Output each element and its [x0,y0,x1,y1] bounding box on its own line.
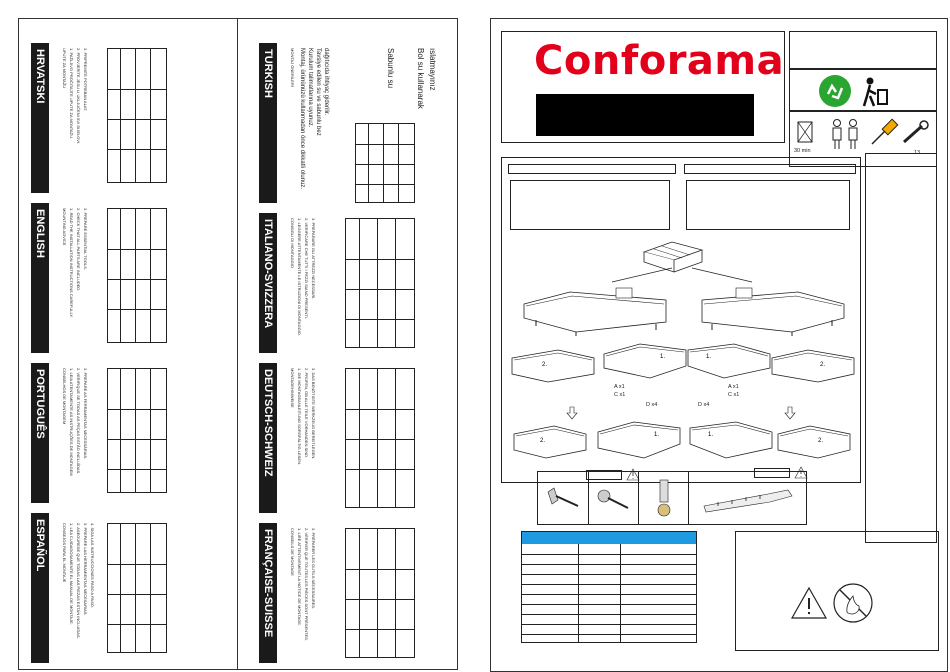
de-materials-table [345,368,415,508]
sofa-right-assembled [701,287,845,336]
right-option-header [684,164,856,174]
down-arrow-left [566,406,578,420]
en-materials-table [107,208,167,343]
seat-label-2-left: 2. [542,362,547,368]
left-option-textbox [510,180,670,230]
black-label-bar [536,94,754,136]
connector-icon [657,479,671,517]
instruction-text-sheet: ESPAÑOL CONSEJOS PARA EL MONTAJE 1. LEA … [18,18,458,670]
tr-label-do-not-wet: ıslatmayınız [428,48,437,91]
parts-table [521,531,697,643]
recycle-icon [819,75,851,107]
right-step-box [754,468,790,478]
parts-table-header [522,532,696,544]
tidyman-icon [862,77,888,107]
warning-small-left-icon [626,468,640,481]
sofa-piece-2-right-bottom: 2. [777,425,851,459]
tr-label-soapy-water: Sabunlu su [386,48,395,89]
part-label-c-right: C x1 [728,392,740,398]
lang-header-en: ENGLISH [31,203,49,353]
pt-materials-table [107,368,167,493]
bolt-icon [597,489,629,509]
left-option-header [508,164,676,174]
right-option-textbox [686,180,850,230]
part-label-c-left: C x1 [614,392,626,398]
es-materials-table [107,523,167,653]
recycling-box [789,69,937,111]
no-fire-icon [833,583,873,623]
lang-header-it: ITALIANO-SVIZZERA [259,213,277,353]
right-language-strip: FRANÇAISE-SUISSE CONSEILS DE MONTAGE 1. … [241,19,457,669]
assembly-diagram-area: 2. 1. 1. 2. A x1 C x1 D x4 A x1 C x1 D x… [501,157,861,483]
screwdriver-icon [871,118,899,145]
lang-header-es: ESPAÑOL [31,513,49,663]
warning-small-right-icon [794,466,808,479]
tools-box: 30 min 13... [789,111,937,167]
warning-triangle-icon [790,586,828,619]
wrench-icon [903,120,929,144]
lang-header-hr: HRVATSKI [31,43,49,193]
down-arrow-right [784,406,796,420]
side-panel [865,153,937,543]
fr-materials-table [345,528,415,658]
part-label-a-right: A x1 [728,384,739,390]
bracket-icon [703,489,793,513]
info-box-top [789,31,937,69]
sofa-corner-right-bottom: 1. [689,421,773,459]
center-divider [237,19,238,669]
sofa-piece-1-left: 1. [603,343,687,379]
svg-text:1.: 1. [654,432,659,438]
part-label-d-right: D x4 [698,402,710,408]
warning-panel [735,531,939,651]
assembly-diagram-page: Conforama 30 min [490,18,948,672]
time-label: 30 min [794,148,811,154]
package-icon [797,121,813,143]
lang-header-fr: FRANÇAISE-SUISSE [259,523,277,663]
package-box-drawing [642,241,704,273]
it-materials-table [345,218,415,348]
sofa-piece-2-left-bottom: 2. [513,425,587,459]
sofa-piece-2-right: 2. [771,349,855,383]
brand-panel: Conforama [501,31,785,143]
lang-header-tr: TURKISH [259,43,277,203]
two-persons-icon [832,119,858,149]
svg-text:2.: 2. [540,438,545,444]
tr-materials-table [355,123,415,203]
brand-logo: Conforama [534,38,785,84]
seat-label-1-left: 1. [660,354,665,360]
sofa-corner-left-bottom: 1. [597,421,681,459]
hardware-strip [537,471,807,525]
split-arrows [611,267,753,283]
part-label-a-left: A x1 [614,384,625,390]
lang-header-de: DEUTSCH-SCHWEIZ [259,363,277,513]
sofa-piece-2-left: 2. [511,349,595,383]
sofa-left-assembled [523,287,667,336]
screw-icon [547,487,579,507]
lang-header-pt: PORTUGUÊS [31,363,49,503]
sofa-piece-1-right: 1. [687,343,771,379]
left-language-strip: ESPAÑOL CONSEJOS PARA EL MONTAJE 1. LEA … [19,19,229,669]
svg-text:2.: 2. [818,438,823,444]
left-step-box [586,470,622,480]
svg-text:1.: 1. [708,432,713,438]
hr-materials-table [107,48,167,183]
part-label-d-left: D x4 [646,402,658,408]
seat-label-1-right: 1. [706,354,711,360]
seat-label-2-right: 2. [820,362,825,368]
tr-label-plenty-water: Bol su kullanarak [416,48,425,109]
